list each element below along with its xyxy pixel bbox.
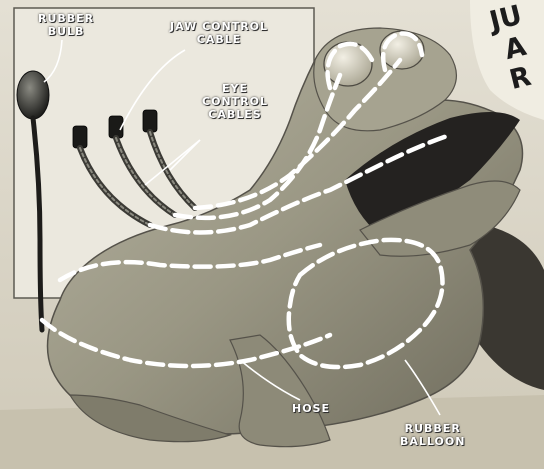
- rubber-bulb: [17, 71, 49, 119]
- label-hose: HOSE: [292, 402, 330, 415]
- label-jaw-control-cable: JAW CONTROL CABLE: [170, 20, 268, 46]
- eye-cable-fitting-2: [143, 110, 157, 132]
- label-rubber-bulb: RUBBER BULB: [38, 12, 94, 38]
- frog-eye-right: [380, 31, 424, 69]
- label-rubber-balloon: RUBBER BALLOON: [400, 422, 465, 448]
- jaw-cable-fitting: [73, 126, 87, 148]
- label-eye-control-cables: EYE CONTROL CABLES: [202, 82, 268, 121]
